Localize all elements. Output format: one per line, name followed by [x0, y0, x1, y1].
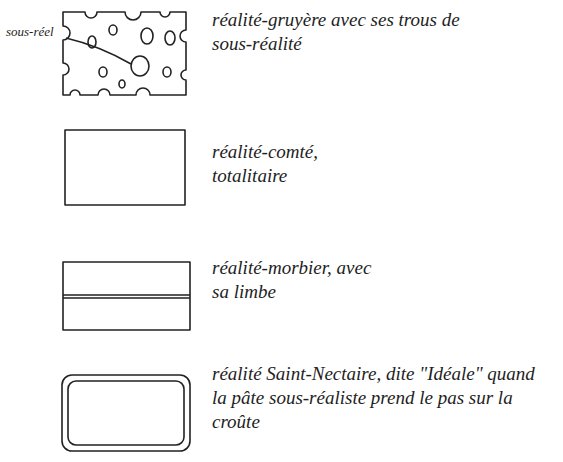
- saint-nectaire-paste: [68, 381, 184, 445]
- cheese-hole: [109, 25, 117, 35]
- gruyere-block: [63, 12, 186, 95]
- morbier-ash-line: [63, 295, 190, 298]
- morbier-block: [63, 262, 190, 330]
- comte-block: [65, 130, 185, 205]
- cheese-hole: [163, 67, 171, 77]
- leader-line: [66, 38, 131, 64]
- cheese-caption: réalité-gruyère avec ses trous de sous-r…: [212, 8, 502, 56]
- cheese-caption: réalité-comté, totalitaire: [212, 140, 372, 188]
- saint-nectaire-crust: [62, 375, 190, 451]
- cheese-hole: [99, 67, 107, 77]
- cheese-hole: [119, 80, 125, 88]
- cheese-hole: [141, 28, 153, 44]
- cheese-hole: [131, 56, 149, 76]
- cheese-hole: [165, 31, 175, 45]
- cheese-caption: réalité Saint-Nectaire, dite "Idéale" qu…: [212, 362, 547, 434]
- callout-label: sous-réel: [6, 24, 86, 40]
- cheese-caption: réalité-morbier, avec sa limbe: [212, 256, 392, 304]
